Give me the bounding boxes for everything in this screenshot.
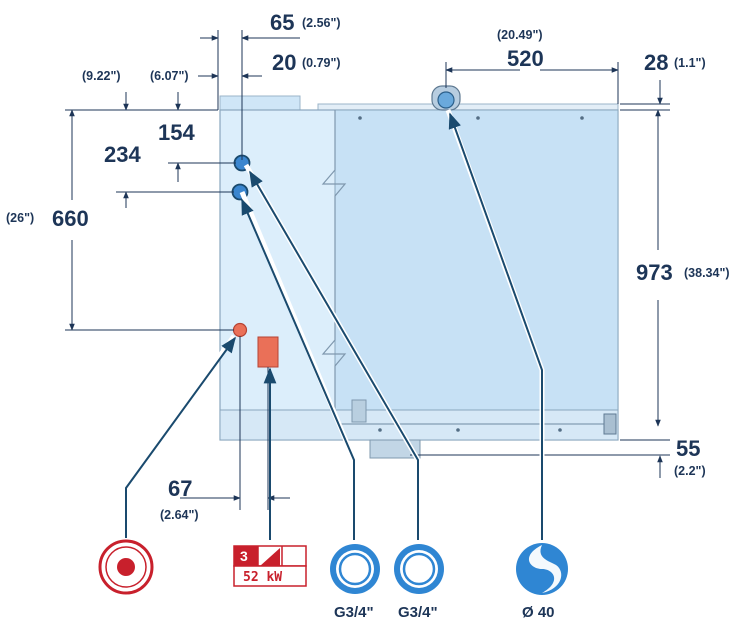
dim-234-value: 234 xyxy=(104,142,141,167)
dim-660-inch: (26") xyxy=(6,211,34,225)
dim-234-inch: (9.22") xyxy=(82,69,121,83)
electric-connection-icon: 3 52 kW xyxy=(233,545,307,587)
dim-154-value: 154 xyxy=(158,120,195,145)
dim-20-value: 20 xyxy=(272,50,296,75)
dim-20-inch: (0.79") xyxy=(302,56,341,70)
dim-67-value: 67 xyxy=(168,476,192,501)
water-inlet-2-label: G3/4" xyxy=(398,604,438,621)
dim-65-value: 65 xyxy=(270,10,294,35)
water-inlet-icon xyxy=(394,544,444,594)
water-inlet-1-label: G3/4" xyxy=(334,604,374,621)
dim-28-value: 28 xyxy=(644,50,668,75)
dim-65-inch: (2.56") xyxy=(302,16,341,30)
dim-28-inch: (1.1") xyxy=(674,56,706,70)
electric-phase-label: 3 xyxy=(240,548,248,564)
dim-520-value: 520 xyxy=(507,46,544,71)
electric-power-label: 52 kW xyxy=(243,570,282,585)
dim-67-inch: (2.64") xyxy=(160,508,199,522)
drain-label: Ø 40 xyxy=(522,604,555,621)
safety-valve-icon xyxy=(98,539,154,595)
dim-154-inch: (6.07") xyxy=(150,69,189,83)
cabinet xyxy=(219,95,619,459)
safety-valve-port xyxy=(232,322,248,338)
dim-520-inch: (20.49") xyxy=(497,28,543,42)
water-inlet-icon xyxy=(330,544,380,594)
drain-icon xyxy=(516,543,568,595)
electric-box xyxy=(257,336,279,368)
dim-55-value: 55 xyxy=(676,436,700,461)
dim-55-inch: (2.2") xyxy=(674,464,706,478)
drain-outlet xyxy=(431,85,461,111)
dim-973-inch: (38.34") xyxy=(684,266,730,280)
dim-660-value: 660 xyxy=(52,206,89,231)
dim-973-value: 973 xyxy=(636,260,673,285)
